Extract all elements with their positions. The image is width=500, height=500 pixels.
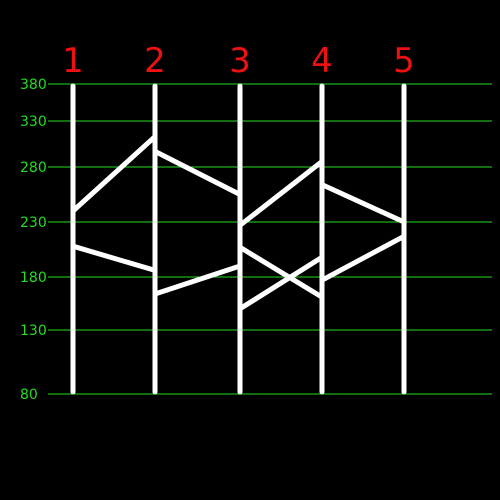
y-tick-label: 80 — [20, 387, 38, 403]
column-label-3: 3 — [229, 41, 251, 81]
connecting-line — [70, 134, 158, 214]
y-tick-label: 380 — [20, 77, 47, 93]
connecting-line — [319, 233, 407, 283]
column-label-1: 1 — [62, 41, 84, 81]
connecting-line — [237, 158, 325, 228]
connecting-lines — [70, 134, 407, 312]
connecting-line — [152, 148, 243, 197]
column-label-4: 4 — [311, 41, 333, 81]
y-tick-label: 330 — [20, 114, 47, 130]
connecting-line — [237, 244, 325, 300]
y-tick-label: 180 — [20, 270, 47, 286]
column-labels: 1 2 3 4 5 — [62, 41, 415, 81]
connecting-line — [237, 254, 325, 312]
y-tick-label: 130 — [20, 323, 47, 339]
y-axis-ticks: 380 330 280 230 180 130 80 — [20, 77, 47, 403]
column-label-2: 2 — [144, 41, 166, 81]
connecting-line — [319, 182, 407, 225]
y-tick-label: 280 — [20, 160, 47, 176]
column-label-5: 5 — [393, 41, 415, 81]
vertical-poles — [70, 83, 407, 395]
connecting-line — [70, 243, 158, 273]
y-tick-label: 230 — [20, 215, 47, 231]
grid-lines — [48, 83, 492, 395]
connecting-line — [152, 263, 243, 297]
